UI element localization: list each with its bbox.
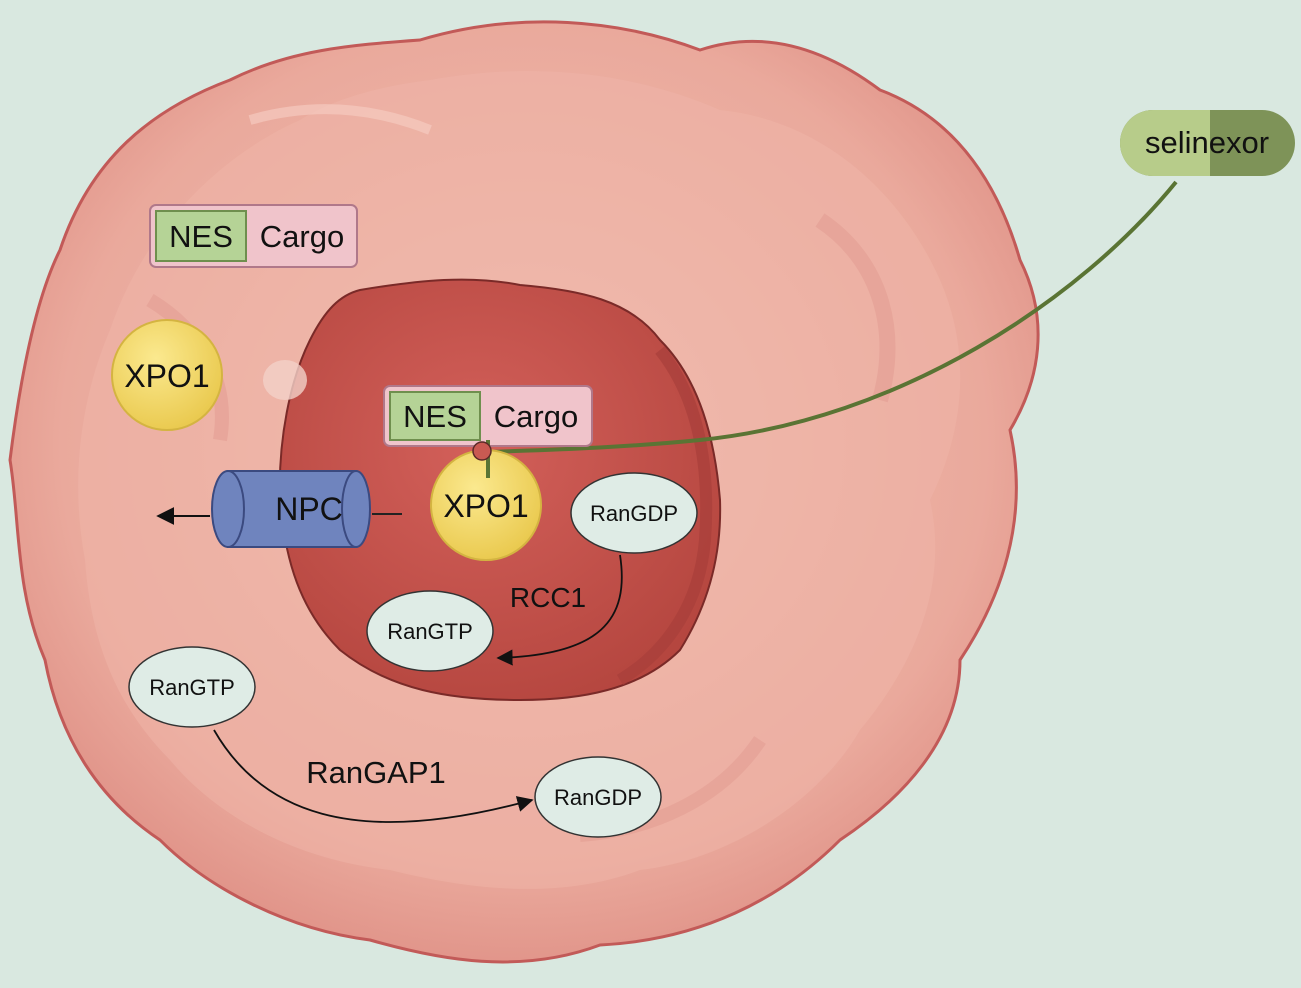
nes-cargo-cytoplasm: NES Cargo	[149, 204, 358, 268]
binding-site	[472, 441, 492, 461]
xpo1-nucleus: XPO1	[430, 449, 542, 561]
cargo-label: Cargo	[260, 219, 344, 254]
rangdp-label: RanGDP	[590, 501, 678, 526]
selinexor-pill: selinexor	[1120, 110, 1295, 176]
nucleus-highlight	[263, 360, 307, 400]
rcc1-arrow	[496, 554, 623, 666]
cargo-label: Cargo	[494, 399, 578, 434]
rangtp-nucleus: RanGTP	[366, 590, 494, 672]
rangap1-arrow	[213, 729, 534, 823]
selinexor-label: selinexor	[1145, 125, 1269, 160]
nes-cargo-nucleus: NES Cargo	[383, 385, 593, 447]
nes-label: NES	[169, 219, 233, 254]
rangtp-label: RanGTP	[149, 675, 235, 700]
npc-channel: NPC	[211, 470, 371, 548]
rangtp-label: RanGTP	[387, 619, 473, 644]
selinexor-inhibition-line	[487, 180, 1178, 454]
rangtp-cytoplasm: RanGTP	[128, 646, 256, 728]
xpo1-label: XPO1	[443, 488, 528, 524]
xpo1-label: XPO1	[124, 358, 209, 394]
rcc1-label: RCC1	[510, 582, 586, 613]
nes-label: NES	[403, 399, 467, 434]
rangdp-cytoplasm: RanGDP	[534, 756, 662, 838]
rangap1-label: RanGAP1	[306, 755, 446, 790]
cell-fold	[815, 213, 896, 403]
npc-label: NPC	[275, 491, 343, 527]
cell-highlight	[248, 104, 432, 135]
rangdp-label: RanGDP	[554, 785, 642, 810]
xpo1-cytoplasm: XPO1	[111, 319, 223, 431]
nuclear-envelope-shade	[616, 346, 713, 686]
rangdp-nucleus: RanGDP	[570, 472, 698, 554]
